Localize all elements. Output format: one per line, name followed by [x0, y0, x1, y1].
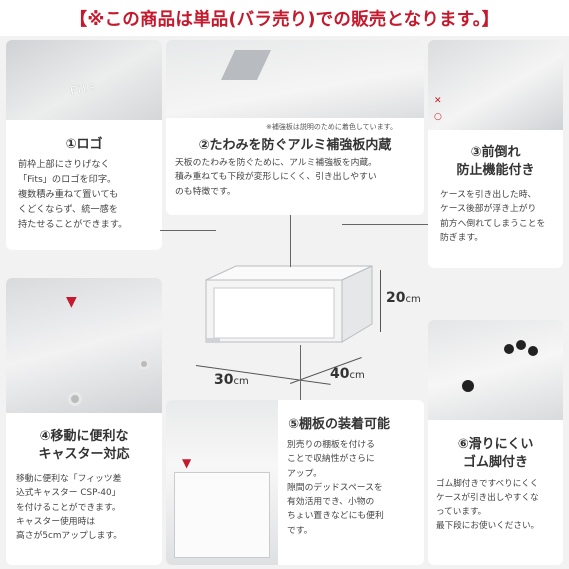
stacked-cases-shape [174, 472, 270, 558]
logo-detail-photo: Fits [6, 40, 162, 120]
caster-description: 移動に便利な「フィッツ差 込式キャスター CSP-40」 を付けることができます… [16, 474, 123, 541]
connector-line [290, 215, 291, 267]
caster-title: ④移動に便利な キャスター対応 [38, 429, 130, 462]
rubber-feet-photo [428, 320, 563, 420]
shelf-board-photo: ▼ [166, 400, 278, 565]
sale-notice-banner: 【※この商品は単品(バラ売り)での販売となります。】 [0, 0, 569, 36]
correct-mark-icon: ○ [434, 112, 442, 122]
shelf-title: ⑤棚板の装着可能 [288, 417, 391, 432]
tip-prevention-photo: ✕ ○ [428, 40, 563, 130]
rubber-foot-icon [504, 344, 514, 354]
rubber-feet-description: ゴム脚付きですべりにくく ケースが引き出しやすくな っています。 最下段にお使い… [436, 479, 540, 531]
rubber-feet-title: ⑥滑りにくい ゴム脚付き [457, 437, 534, 470]
logo-print-text: Fits [68, 79, 98, 98]
feature-panel-logo: Fits ①ロゴ 前枠上部にさりげなく 「Fits」のロゴを印字。 複数積み重ね… [6, 40, 162, 250]
caster-photo: ▼ [6, 278, 162, 413]
aluminum-coloring-note: ※補強板は説明のために着色しています。 [266, 123, 397, 131]
down-arrow-icon: ▼ [182, 456, 192, 470]
aluminum-plate-photo [166, 40, 424, 118]
depth-dimension: 40cm [330, 366, 365, 382]
rubber-foot-icon [528, 346, 538, 356]
aluminum-plate-shape [221, 50, 271, 80]
tip-prevention-title: ③前倒れ 防止機能付き [456, 145, 535, 178]
incorrect-mark-icon: ✕ [434, 96, 442, 106]
logo-description: 前枠上部にさりげなく 「Fits」のロゴを印字。 複数積み重ねて置いても くどく… [18, 159, 128, 230]
shelf-description: 別売りの棚板を付ける ことで収納性がさらに アップ。 隙間のデッドスペースを 有… [287, 440, 384, 536]
down-arrow-icon: ▼ [66, 294, 77, 310]
feature-panel-caster: ▼ ④移動に便利な キャスター対応 移動に便利な「フィッツ差 込式キャスター C… [6, 278, 162, 565]
height-dimension: 20cm [386, 290, 421, 306]
connector-line [300, 345, 301, 400]
sale-notice-text: 【※この商品は単品(バラ売り)での販売となります。】 [69, 9, 500, 30]
logo-title: ①ロゴ [65, 137, 103, 152]
connector-line [160, 230, 216, 231]
aluminum-title: ②たわみを防ぐアルミ補強板内蔵 [198, 138, 392, 153]
height-dimension-line [380, 270, 381, 332]
connector-line [342, 224, 428, 225]
rubber-foot-icon [462, 380, 474, 392]
rubber-foot-icon [516, 340, 526, 350]
aluminum-description: 天板のたわみを防ぐために、アルミ補強板を内蔵。 積み重ねても下段が変形しにくく、… [175, 158, 377, 197]
feature-panel-shelf: ▼ ⑤棚板の装着可能 別売りの棚板を付ける ことで収納性がさらに アップ。 隙間… [166, 400, 424, 565]
feature-panel-tip-prevention: ✕ ○ ③前倒れ 防止機能付き ケースを引き出した時、 ケース後部が浮き上がり … [428, 40, 563, 268]
drawer-case-drawing [205, 265, 373, 343]
caster-wheel-icon [138, 358, 150, 370]
width-dimension: 30cm [214, 372, 249, 388]
feature-panel-aluminum: ※補強板は説明のために着色しています。 ②たわみを防ぐアルミ補強板内蔵 天板のた… [166, 40, 424, 215]
feature-panel-rubber-feet: ⑥滑りにくい ゴム脚付き ゴム脚付きですべりにくく ケースが引き出しやすくな っ… [428, 320, 563, 565]
caster-wheel-icon [68, 392, 82, 406]
product-drawer-illustration [196, 262, 376, 362]
tip-prevention-description: ケースを引き出した時、 ケース後部が浮き上がり 前方へ倒れてしまうことを 防ぎま… [440, 190, 546, 243]
